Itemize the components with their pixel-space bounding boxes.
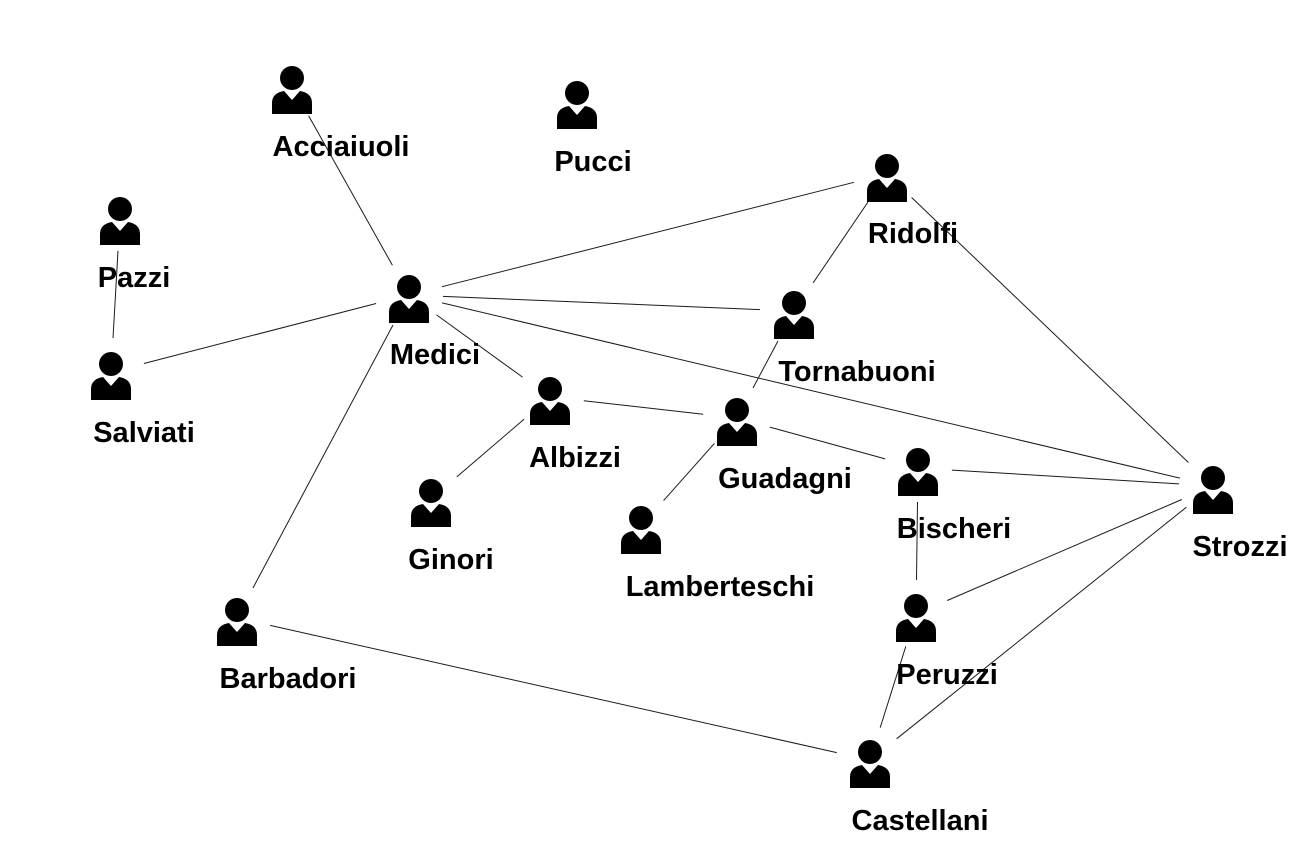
- edge-albizzi-guadagni: [583, 400, 704, 415]
- node-peruzzi[interactable]: Peruzzi: [896, 594, 998, 691]
- person-icon: [389, 275, 429, 323]
- node-guadagni[interactable]: Guadagni: [717, 398, 852, 495]
- node-label: Barbadori: [220, 663, 357, 695]
- node-label: Guadagni: [718, 463, 852, 495]
- edge-tornabuoni-guadagni: [752, 340, 779, 389]
- person-icon: [217, 598, 257, 646]
- edge-bischeri-strozzi: [951, 469, 1180, 485]
- node-acciaiuoli[interactable]: Acciaiuoli: [272, 66, 410, 163]
- node-salviati[interactable]: Salviati: [91, 352, 195, 449]
- node-label: Pucci: [554, 146, 631, 178]
- node-label: Ginori: [408, 544, 493, 576]
- person-icon: [621, 506, 661, 554]
- node-albizzi[interactable]: Albizzi: [529, 377, 621, 474]
- edge-salviati-medici: [143, 303, 377, 364]
- node-pazzi[interactable]: Pazzi: [98, 197, 171, 294]
- edge-guadagni-bischeri: [769, 426, 886, 460]
- node-pucci[interactable]: Pucci: [554, 81, 632, 178]
- node-label: Ridolfi: [868, 218, 958, 250]
- node-label: Bischeri: [897, 513, 1011, 545]
- edge-peruzzi-strozzi: [947, 499, 1182, 601]
- edge-pazzi-salviati: [112, 250, 119, 339]
- edge-medici-tornabuoni: [442, 295, 761, 311]
- person-icon: [898, 448, 938, 496]
- edge-bischeri-peruzzi: [916, 501, 918, 581]
- node-barbadori[interactable]: Barbadori: [217, 598, 356, 695]
- edge-ridolfi-tornabuoni: [812, 201, 869, 284]
- person-icon: [896, 594, 936, 642]
- nodes-layer: Acciaiuoli PucciRidolfiPazziMediciTornabu…: [91, 66, 1288, 837]
- person-icon: [411, 479, 451, 527]
- node-label: Lamberteschi: [626, 571, 815, 603]
- person-icon: [774, 291, 814, 339]
- person-icon: [530, 377, 570, 425]
- node-lamberteschi[interactable]: Lamberteschi: [621, 506, 814, 603]
- person-icon: [100, 197, 140, 245]
- node-strozzi[interactable]: Strozzi: [1192, 466, 1288, 563]
- node-medici[interactable]: Medici: [389, 275, 480, 371]
- node-ginori[interactable]: Ginori: [408, 479, 494, 576]
- node-label: Albizzi: [529, 442, 621, 474]
- edge-guadagni-lamberteschi: [663, 443, 715, 501]
- edge-acciaiuoli-medici: [308, 115, 393, 266]
- edge-peruzzi-castellani: [879, 646, 907, 728]
- edges-layer: [112, 115, 1189, 754]
- edge-barbadori-castellani: [270, 624, 837, 754]
- edge-medici-barbadori: [252, 324, 394, 589]
- node-label: Tornabuoni: [778, 356, 935, 388]
- person-icon: [91, 352, 131, 400]
- node-label: Strozzi: [1192, 531, 1287, 563]
- node-label: Pazzi: [98, 262, 171, 294]
- person-icon: [1193, 466, 1233, 514]
- node-castellani[interactable]: Castellani: [850, 740, 989, 837]
- person-icon: [272, 66, 312, 114]
- person-icon: [717, 398, 757, 446]
- person-icon: [850, 740, 890, 788]
- node-ridolfi[interactable]: Ridolfi: [867, 154, 958, 250]
- edge-medici-ridolfi: [441, 181, 855, 288]
- edge-medici-albizzi: [436, 314, 523, 378]
- edge-albizzi-ginori: [456, 418, 525, 478]
- person-icon: [867, 154, 907, 202]
- edge-medici-strozzi: [441, 302, 1181, 479]
- node-bischeri[interactable]: Bischeri: [897, 448, 1011, 545]
- edge-castellani-strozzi: [896, 506, 1187, 740]
- node-label: Peruzzi: [896, 659, 998, 691]
- node-label: Castellani: [852, 805, 989, 837]
- edge-ridolfi-strozzi: [911, 197, 1189, 463]
- node-label: Acciaiuoli: [273, 131, 410, 163]
- node-tornabuoni[interactable]: Tornabuoni: [774, 291, 936, 388]
- person-icon: [557, 81, 597, 129]
- node-label: Medici: [390, 339, 480, 371]
- node-label: Salviati: [93, 417, 195, 449]
